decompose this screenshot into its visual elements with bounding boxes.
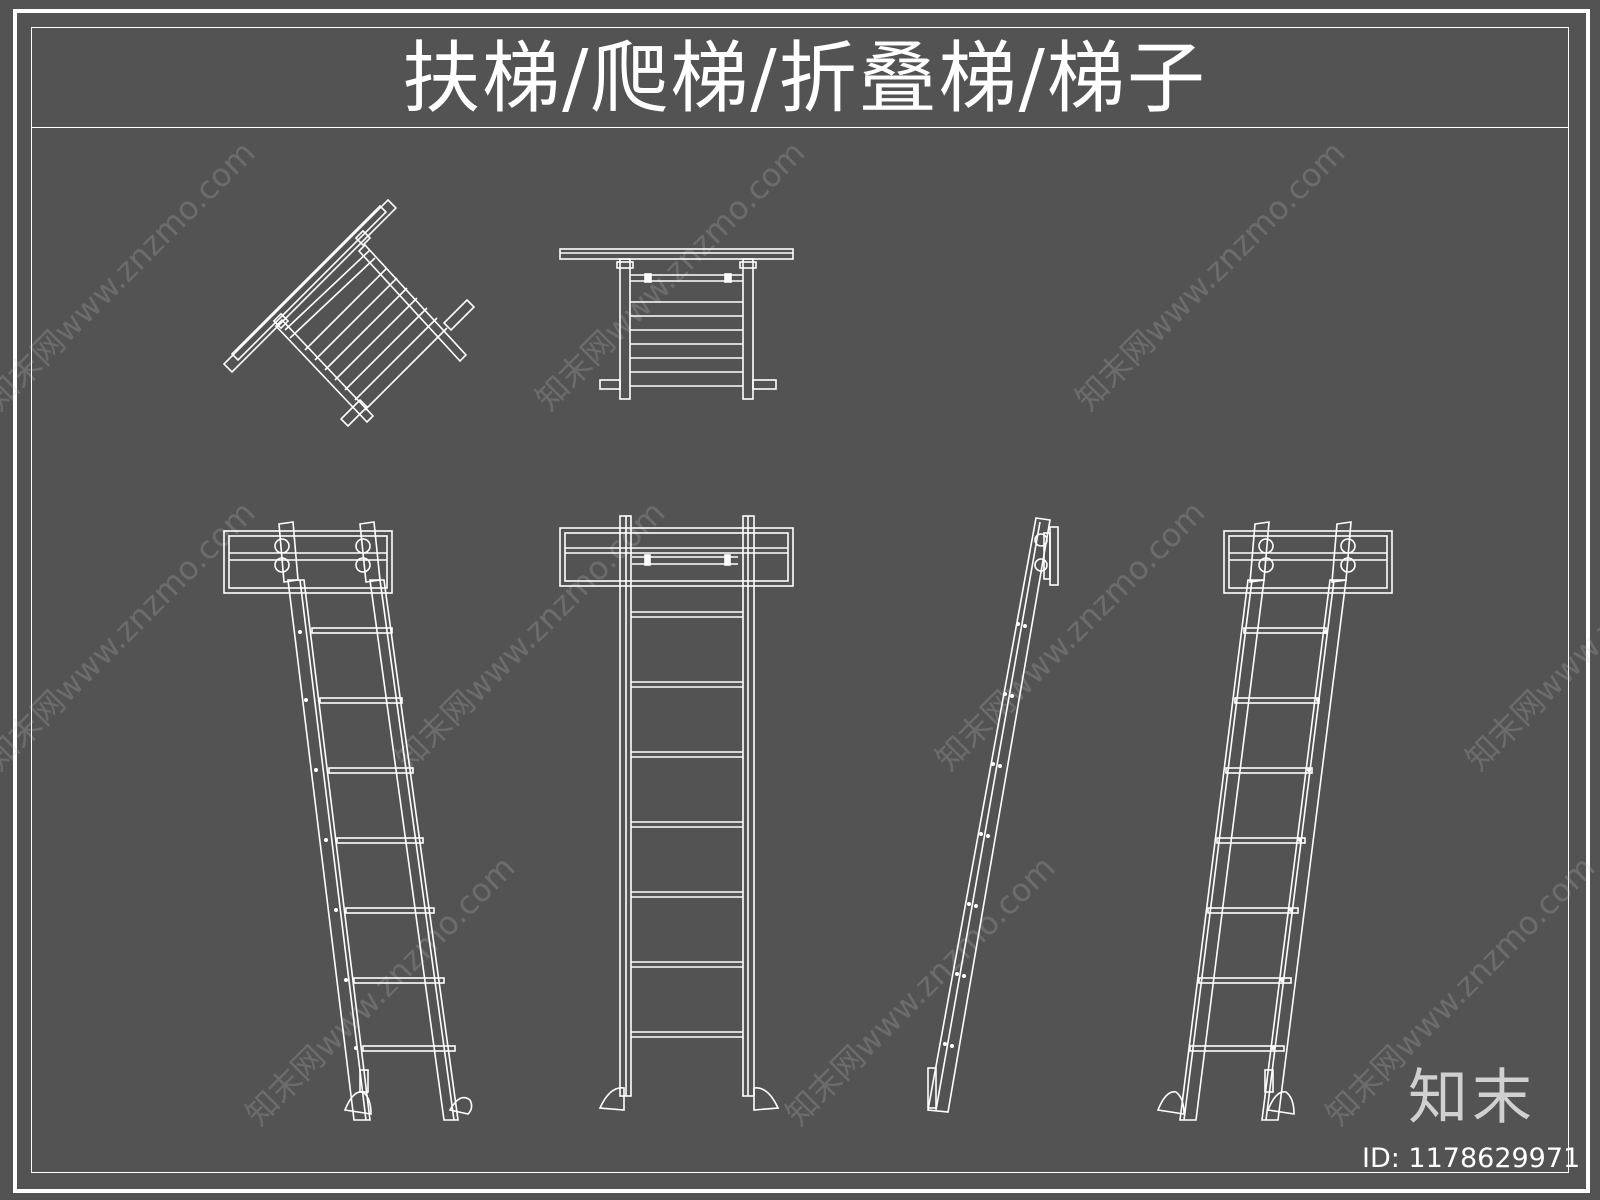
elevation-front: [559, 515, 794, 1111]
elevation-front-angled-left: [223, 521, 473, 1121]
title-bar: 扶梯/爬梯/折叠梯/梯子: [31, 27, 1568, 128]
plan-view-front: [559, 248, 794, 400]
elevation-side: [927, 517, 1059, 1113]
drawing-frame: [31, 27, 1569, 1173]
outer-border: [13, 9, 1590, 1193]
brand-logo: 知末: [1408, 1063, 1536, 1133]
elevation-front-angled-right: [1156, 521, 1393, 1121]
asset-id-label: ID: 1178629971: [1362, 1143, 1581, 1174]
rungs: [311, 627, 456, 1052]
drawing-title: 扶梯/爬梯/折叠梯/梯子: [402, 34, 1207, 124]
rungs: [1189, 627, 1327, 1052]
rungs: [631, 611, 743, 1038]
plan-view-rotated: [222, 198, 476, 428]
